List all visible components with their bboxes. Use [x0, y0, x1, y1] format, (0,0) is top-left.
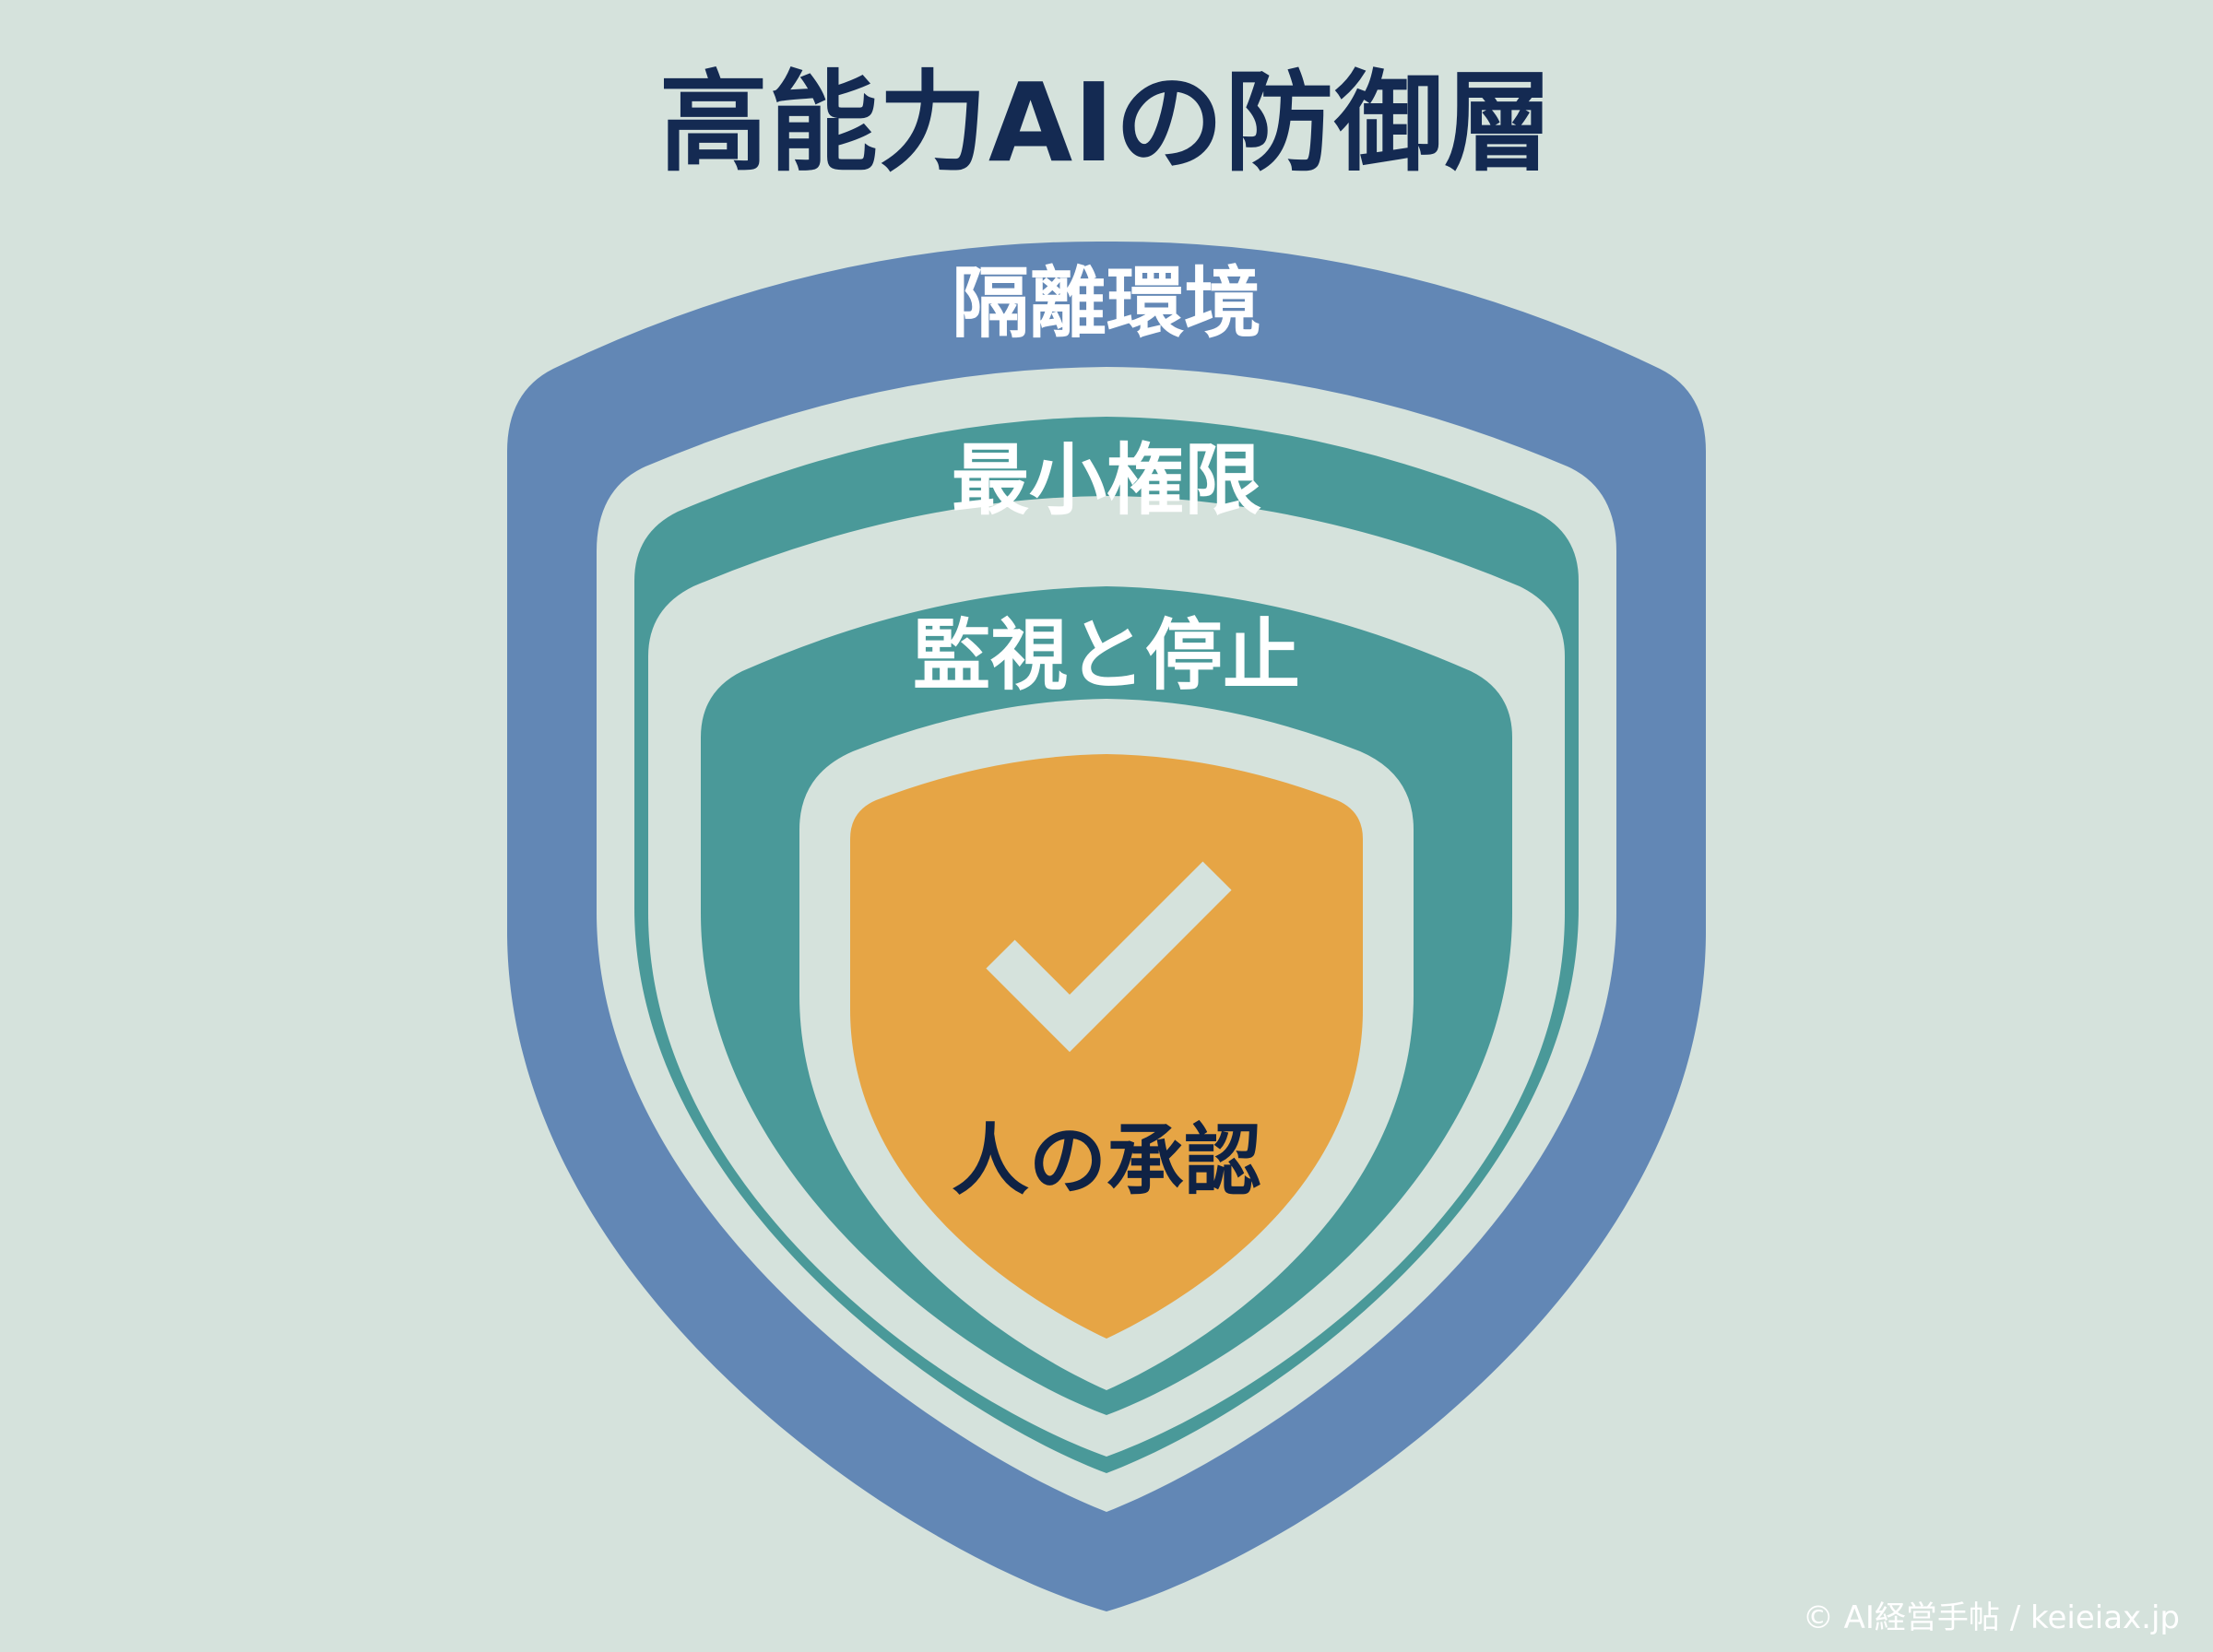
layer-label-least-privilege: 最小権限 — [952, 435, 1261, 525]
layer-human-approval-shield — [850, 754, 1363, 1339]
credit-text: © AI経営手帖 / keieiax.jp — [1802, 1599, 2180, 1636]
layer-label-isolation: 隔離環境 — [952, 258, 1261, 348]
checkmark-icon — [986, 861, 1232, 1053]
diagram-title: 高能力AIの防御層 — [658, 59, 1555, 186]
layer-label-monitoring: 監視と停止 — [913, 610, 1300, 701]
layer-label-human-approval: 人の承認 — [952, 1115, 1261, 1206]
